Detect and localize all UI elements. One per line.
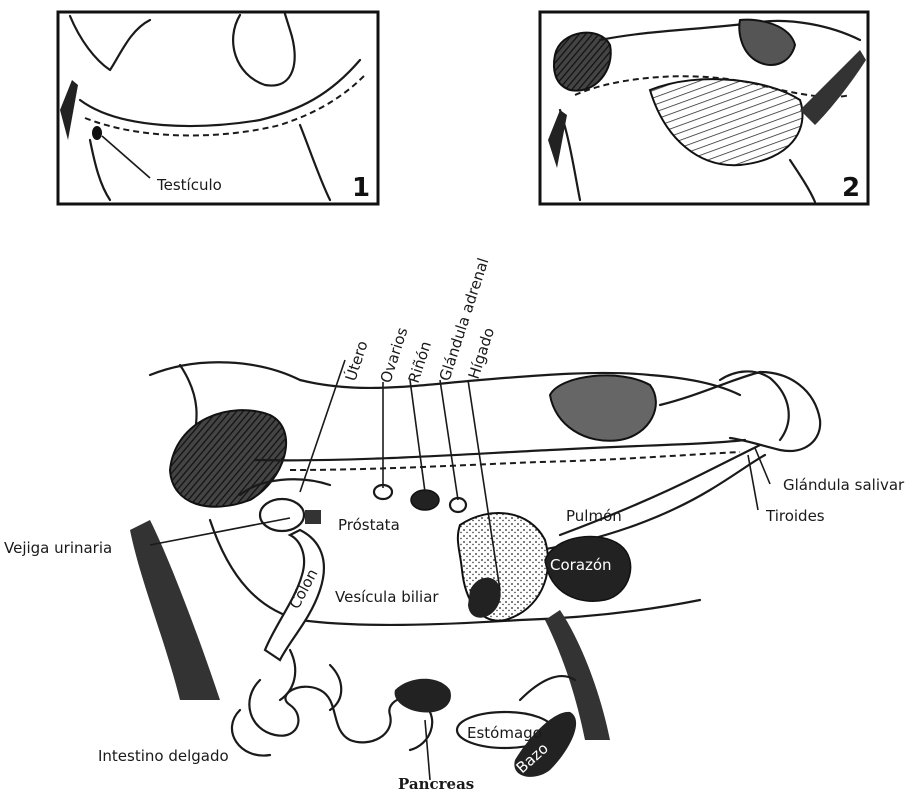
glandula-salivar-label: Glándula salivar — [783, 476, 905, 494]
body-cavity-top — [255, 440, 745, 460]
hind-leg-shadow — [130, 520, 220, 700]
shoulder-muscle — [550, 375, 656, 440]
labels: Útero Ovarios Riñón Glándula adrenal Híg… — [4, 256, 905, 793]
vejiga-leader — [150, 518, 290, 545]
prostate — [305, 510, 321, 524]
higado-label: Hígado — [465, 325, 498, 381]
panel-1-testicle — [92, 126, 102, 140]
estomago-label: Estómago — [467, 724, 542, 742]
adrenal-gland — [450, 498, 466, 512]
intestine-detail — [280, 650, 341, 710]
rinon-label: Riñón — [405, 339, 435, 385]
corazon-label: Corazón — [550, 556, 612, 574]
vejiga-urinaria-label: Vejiga urinaria — [4, 539, 112, 557]
prostata-label: Próstata — [338, 516, 400, 534]
adrenal-leader — [440, 380, 458, 500]
panel-2-number: 2 — [842, 173, 860, 203]
testiculo-label: Testículo — [156, 176, 222, 194]
pancreas-leader — [425, 720, 430, 780]
kidney — [411, 490, 439, 510]
pancreas-label: Pancreas — [398, 775, 474, 793]
rinon-leader — [410, 380, 425, 492]
intestino-delgado-label: Intestino delgado — [98, 747, 229, 765]
spine-dashed — [290, 452, 740, 470]
panel-1-number: 1 — [352, 173, 370, 203]
head-outline — [660, 372, 820, 451]
bladder — [260, 499, 304, 531]
salivar-leader — [755, 448, 770, 484]
stomach-vessel — [520, 676, 575, 700]
utero-leader — [300, 360, 345, 492]
esophagus — [540, 455, 765, 550]
tiroides-label: Tiroides — [765, 507, 825, 525]
panel-1: Testículo 1 — [58, 12, 378, 204]
pancreas — [395, 679, 451, 713]
vesicula-biliar-label: Vesícula biliar — [335, 588, 439, 606]
pelvis-muscle — [170, 410, 286, 507]
pulmon-label: Pulmón — [566, 507, 622, 525]
panel-2: 2 — [540, 12, 868, 204]
